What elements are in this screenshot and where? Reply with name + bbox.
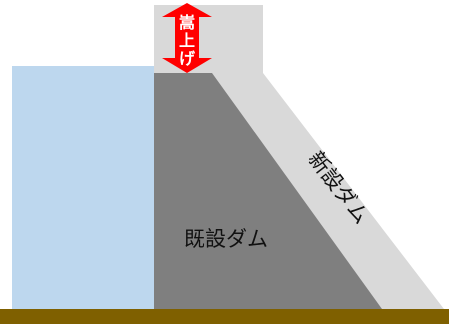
ground [0,309,449,324]
existing-dam-label: 既設ダム [184,227,268,251]
raise-arrow-shape [162,3,212,73]
raise-arrow: 嵩 上 げ [162,3,212,73]
reservoir-water [12,66,154,309]
raise-label-char-1: 嵩 [179,13,195,32]
existing-dam [154,73,382,309]
raise-label-char-3: げ [179,49,196,68]
raise-label-char-2: 上 [179,31,195,50]
